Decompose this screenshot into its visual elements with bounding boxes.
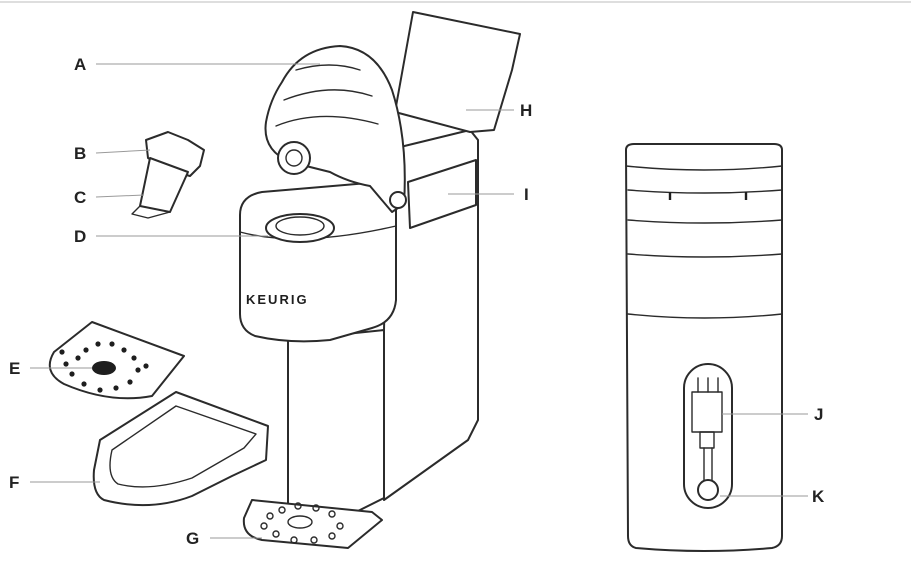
callout-e: E: [9, 359, 20, 378]
reservoir-top-ring: [625, 165, 783, 171]
leader-c: [95, 194, 145, 198]
drip-tray-inner: [109, 405, 257, 488]
needle-housing: [277, 141, 311, 175]
reservoir-band-1: [627, 189, 783, 194]
callout-b: B: [74, 144, 86, 163]
callout-f: F: [9, 473, 19, 492]
handle-hinge: [389, 191, 407, 209]
brewer-lower-body: [287, 329, 385, 521]
drip-tray-cover: [48, 321, 185, 400]
brand-logo: KEURIG: [246, 292, 309, 307]
filter-neck: [699, 431, 715, 449]
drip-plate-holes: [260, 502, 344, 544]
needle-tip: [285, 149, 303, 167]
callout-h: H: [520, 101, 532, 120]
reservoir-window: [683, 363, 733, 509]
drip-tray-illustration: [48, 321, 269, 507]
callout-i: I: [524, 185, 529, 204]
callout-d: D: [74, 227, 86, 246]
brewer-illustration: KEURIG: [239, 11, 521, 549]
reservoir-band-2: [627, 219, 783, 224]
leader-b: [95, 149, 151, 154]
drip-tray-base: [92, 391, 269, 507]
reservoir-band-4: [627, 313, 783, 319]
reservoir-body: [625, 143, 783, 552]
reservoir-side-view: [625, 143, 783, 552]
callout-a: A: [74, 55, 86, 74]
reservoir-lid-part: [394, 11, 521, 133]
callout-c: C: [74, 188, 86, 207]
callout-g: G: [186, 529, 199, 548]
water-level-float-part: [697, 479, 719, 501]
k-cup-funnel-illustration: [131, 131, 205, 219]
brewer-head: [239, 181, 397, 343]
reservoir-band-3: [627, 253, 783, 258]
k-cup-holder-part: [265, 213, 335, 243]
callout-j: J: [814, 405, 823, 424]
water-reservoir-part: [407, 159, 477, 229]
tray-cover-holes: [59, 341, 149, 393]
handle-ridge-2: [283, 89, 373, 101]
callout-k: K: [812, 487, 825, 506]
exit-needle: [131, 205, 171, 219]
handle-ridge-3: [275, 115, 379, 127]
handle-ridge-1: [295, 64, 361, 71]
holder-inner-ring: [275, 216, 325, 236]
